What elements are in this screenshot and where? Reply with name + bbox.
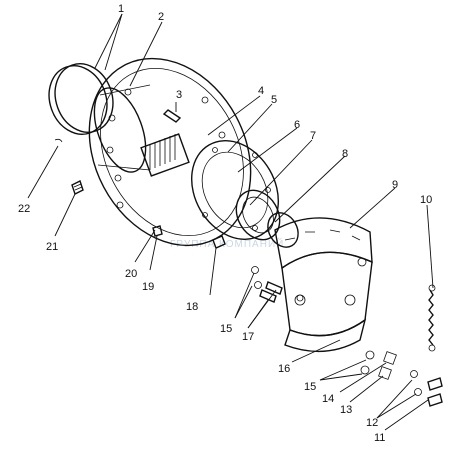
callout-1: 1 xyxy=(118,3,124,15)
callout-3: 3 xyxy=(176,89,182,101)
hardware-small xyxy=(360,350,443,407)
watermark-text: ГРУППА КОМПАНИЙ xyxy=(170,237,284,250)
callout-11: 11 xyxy=(374,432,385,444)
callout-20: 20 xyxy=(125,268,137,280)
callout-6: 6 xyxy=(294,119,300,131)
callout-22: 22 xyxy=(18,203,30,215)
bolts-and-nut xyxy=(54,138,226,249)
callout-18: 18 xyxy=(186,301,198,313)
callout-14: 14 xyxy=(322,393,334,405)
brake-shoes xyxy=(274,217,373,353)
callout-labels: 1 2 3 4 5 6 7 8 9 10 11 12 13 14 15 15 1… xyxy=(18,3,432,444)
callout-15-left: 15 xyxy=(220,323,232,335)
callout-16: 16 xyxy=(278,363,290,375)
callout-21: 21 xyxy=(46,241,58,253)
leader-lines xyxy=(27,13,434,431)
callout-7: 7 xyxy=(310,130,316,142)
callout-10: 10 xyxy=(420,194,432,206)
callout-19: 19 xyxy=(142,281,154,293)
return-spring xyxy=(428,284,436,352)
studs xyxy=(251,266,304,303)
pin xyxy=(162,109,182,123)
callout-2: 2 xyxy=(158,11,164,23)
callout-9: 9 xyxy=(392,179,398,191)
retaining-ring xyxy=(267,212,299,248)
callout-15-right: 15 xyxy=(304,381,316,393)
o-rings xyxy=(48,63,114,135)
callout-5: 5 xyxy=(271,94,277,106)
callout-17: 17 xyxy=(242,331,254,343)
callout-4: 4 xyxy=(258,85,264,97)
bearing-rings xyxy=(235,189,281,241)
callout-12: 12 xyxy=(366,417,378,429)
flange-ring xyxy=(190,140,280,240)
callout-8: 8 xyxy=(342,148,348,160)
callout-13: 13 xyxy=(340,404,352,416)
